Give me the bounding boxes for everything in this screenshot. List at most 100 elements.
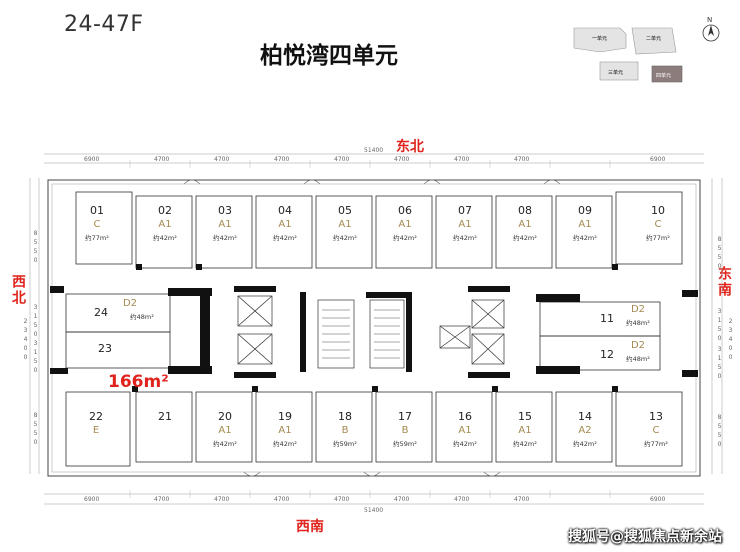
dim-top-total: 51400 <box>364 147 384 154</box>
unit-area: 约42m² <box>453 440 477 448</box>
unit-number: 16 <box>458 410 472 423</box>
unit-04[interactable]: 04 A1 约42m² <box>260 204 310 242</box>
unit-type: A1 <box>158 219 172 230</box>
unit-03[interactable]: 03 A1 约42m² <box>200 204 250 242</box>
unit-type: A1 <box>518 219 532 230</box>
direction-left: 西北 <box>10 274 26 306</box>
unit-08[interactable]: 08 A1 约42m² <box>500 204 550 242</box>
dim-bottom-4: 4700 <box>274 496 290 503</box>
unit-type: C <box>654 219 662 230</box>
unit-24[interactable]: 24 D2 约48m² <box>90 298 170 321</box>
unit-21[interactable]: 21 <box>140 410 190 423</box>
dim-right-2: 3150 <box>716 308 723 344</box>
highlight-area: 166m² <box>108 372 169 392</box>
unit-area: 约42m² <box>153 234 177 242</box>
watermark: 搜狐号@搜狐焦点新余站 <box>568 529 722 545</box>
dim-top-7: 4700 <box>454 156 470 163</box>
unit-number: 07 <box>458 204 472 217</box>
unit-10[interactable]: 10 C 约77m² <box>632 204 684 242</box>
dim-left-3: 3150 <box>32 340 39 376</box>
dim-left-1: 8550 <box>32 230 39 266</box>
key-label-3: 三单元 <box>608 69 623 76</box>
compass-north-label: N <box>707 16 712 24</box>
unit-area: 约48m² <box>626 319 650 327</box>
unit-area: 约77m² <box>644 440 668 448</box>
unit-area: 约42m² <box>333 234 357 242</box>
dim-top-6: 4700 <box>394 156 410 163</box>
unit-area: 约42m² <box>213 234 237 242</box>
unit-number: 15 <box>518 410 532 423</box>
dim-left-total: 23400 <box>22 318 29 363</box>
direction-top: 东北 <box>396 139 424 155</box>
key-label-1: 一单元 <box>592 35 607 42</box>
unit-type: A1 <box>398 219 412 230</box>
unit-area: 约42m² <box>573 234 597 242</box>
unit-02[interactable]: 02 A1 约42m² <box>140 204 190 242</box>
unit-12[interactable]: 12 D2 约48m² <box>596 340 656 363</box>
unit-number: 06 <box>398 204 412 217</box>
unit-number: 19 <box>278 410 292 423</box>
unit-area: 约42m² <box>513 440 537 448</box>
unit-number: 22 <box>89 410 103 423</box>
dim-right-4: 8550 <box>716 414 723 450</box>
dim-top-1: 6900 <box>84 156 100 163</box>
compass-icon: N <box>698 14 724 44</box>
dim-bottom-7: 4700 <box>454 496 470 503</box>
dim-right-3: 3150 <box>716 346 723 382</box>
unit-area: 约48m² <box>130 313 154 321</box>
unit-type: A2 <box>578 425 592 436</box>
unit-18[interactable]: 18 B 约59m² <box>320 410 370 448</box>
unit-16[interactable]: 16 A1 约42m² <box>440 410 490 448</box>
dim-right-1: 8550 <box>716 236 723 272</box>
unit-type: A1 <box>278 425 292 436</box>
unit-13[interactable]: 13 C 约77m² <box>630 410 682 448</box>
dim-bottom-6: 4700 <box>394 496 410 503</box>
unit-type: D2 <box>122 298 138 309</box>
unit-area: 约77m² <box>85 234 109 242</box>
unit-area: 约42m² <box>273 440 297 448</box>
unit-14[interactable]: 14 A2 约42m² <box>560 410 610 448</box>
unit-number: 13 <box>649 410 663 423</box>
dim-bottom-5: 4700 <box>334 496 350 503</box>
unit-area: 约42m² <box>273 234 297 242</box>
unit-15[interactable]: 15 A1 约42m² <box>500 410 550 448</box>
unit-number: 20 <box>218 410 232 423</box>
unit-17[interactable]: 17 B 约59m² <box>380 410 430 448</box>
unit-area: 约77m² <box>646 234 670 242</box>
unit-type: A1 <box>278 219 292 230</box>
dim-right-total: 23400 <box>727 318 734 363</box>
unit-type: A1 <box>578 219 592 230</box>
unit-type: A1 <box>458 219 472 230</box>
unit-05[interactable]: 05 A1 约42m² <box>320 204 370 242</box>
page-title: 柏悦湾四单元 <box>260 43 398 69</box>
dim-top-4: 4700 <box>274 156 290 163</box>
unit-type: A1 <box>338 219 352 230</box>
unit-type: B <box>341 425 349 436</box>
unit-01[interactable]: 01 C 约77m² <box>72 204 122 242</box>
unit-number: 11 <box>600 312 614 325</box>
unit-number: 12 <box>600 348 614 361</box>
unit-number: 18 <box>338 410 352 423</box>
unit-type: C <box>93 219 101 230</box>
unit-number: 17 <box>398 410 412 423</box>
dim-top-9: 6900 <box>650 156 666 163</box>
dim-bottom-1: 6900 <box>84 496 100 503</box>
unit-number: 01 <box>90 204 104 217</box>
key-label-2: 二单元 <box>646 35 661 42</box>
unit-22[interactable]: 22 E <box>70 410 122 436</box>
unit-07[interactable]: 07 A1 约42m² <box>440 204 490 242</box>
key-plan-drawing: 一单元 二单元 三单元 四单元 <box>573 27 683 83</box>
unit-type: A1 <box>518 425 532 436</box>
unit-area: 约42m² <box>453 234 477 242</box>
unit-19[interactable]: 19 A1 约42m² <box>260 410 310 448</box>
unit-09[interactable]: 09 A1 约42m² <box>560 204 610 242</box>
unit-20[interactable]: 20 A1 约42m² <box>200 410 250 448</box>
dim-bottom-3: 4700 <box>214 496 230 503</box>
dim-bottom-2: 4700 <box>154 496 170 503</box>
unit-06[interactable]: 06 A1 约42m² <box>380 204 430 242</box>
unit-23[interactable]: 23 <box>90 342 120 355</box>
unit-area: 约48m² <box>626 355 650 363</box>
unit-area: 约42m² <box>213 440 237 448</box>
unit-11[interactable]: 11 D2 约48m² <box>596 304 656 327</box>
